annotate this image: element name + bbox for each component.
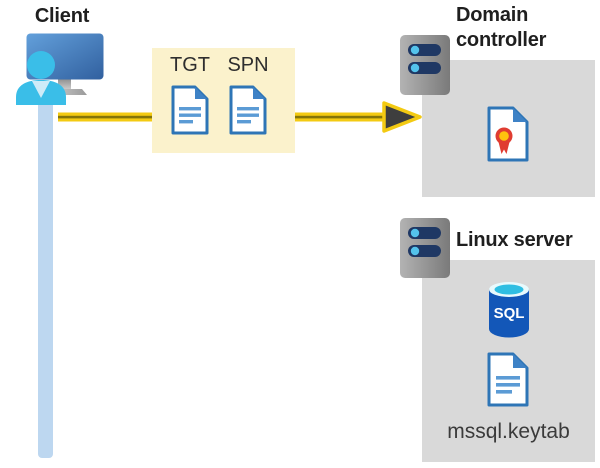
tgt-label: TGT	[170, 54, 210, 76]
spn-document-icon	[229, 85, 267, 135]
client-label: Client	[34, 5, 90, 27]
keytab-document-icon	[487, 352, 529, 407]
sql-database-icon: SQL	[489, 282, 529, 338]
keytab-label: mssql.keytab	[447, 420, 570, 443]
linux-server-title: Linux server	[456, 229, 573, 251]
domain-controller-server-icon	[400, 35, 450, 95]
client-user-icon	[16, 51, 66, 105]
client-connection-line	[38, 90, 53, 458]
arrow-head-icon	[382, 101, 422, 133]
domain-controller-title: Domain controller	[456, 4, 547, 51]
kerberos-ticket-box: TGT SPN	[152, 48, 295, 153]
sql-label: SQL	[494, 305, 525, 322]
spn-label: SPN	[227, 54, 269, 76]
certificate-icon	[487, 106, 529, 162]
linux-server-icon	[400, 218, 450, 278]
tgt-document-icon	[171, 85, 209, 135]
